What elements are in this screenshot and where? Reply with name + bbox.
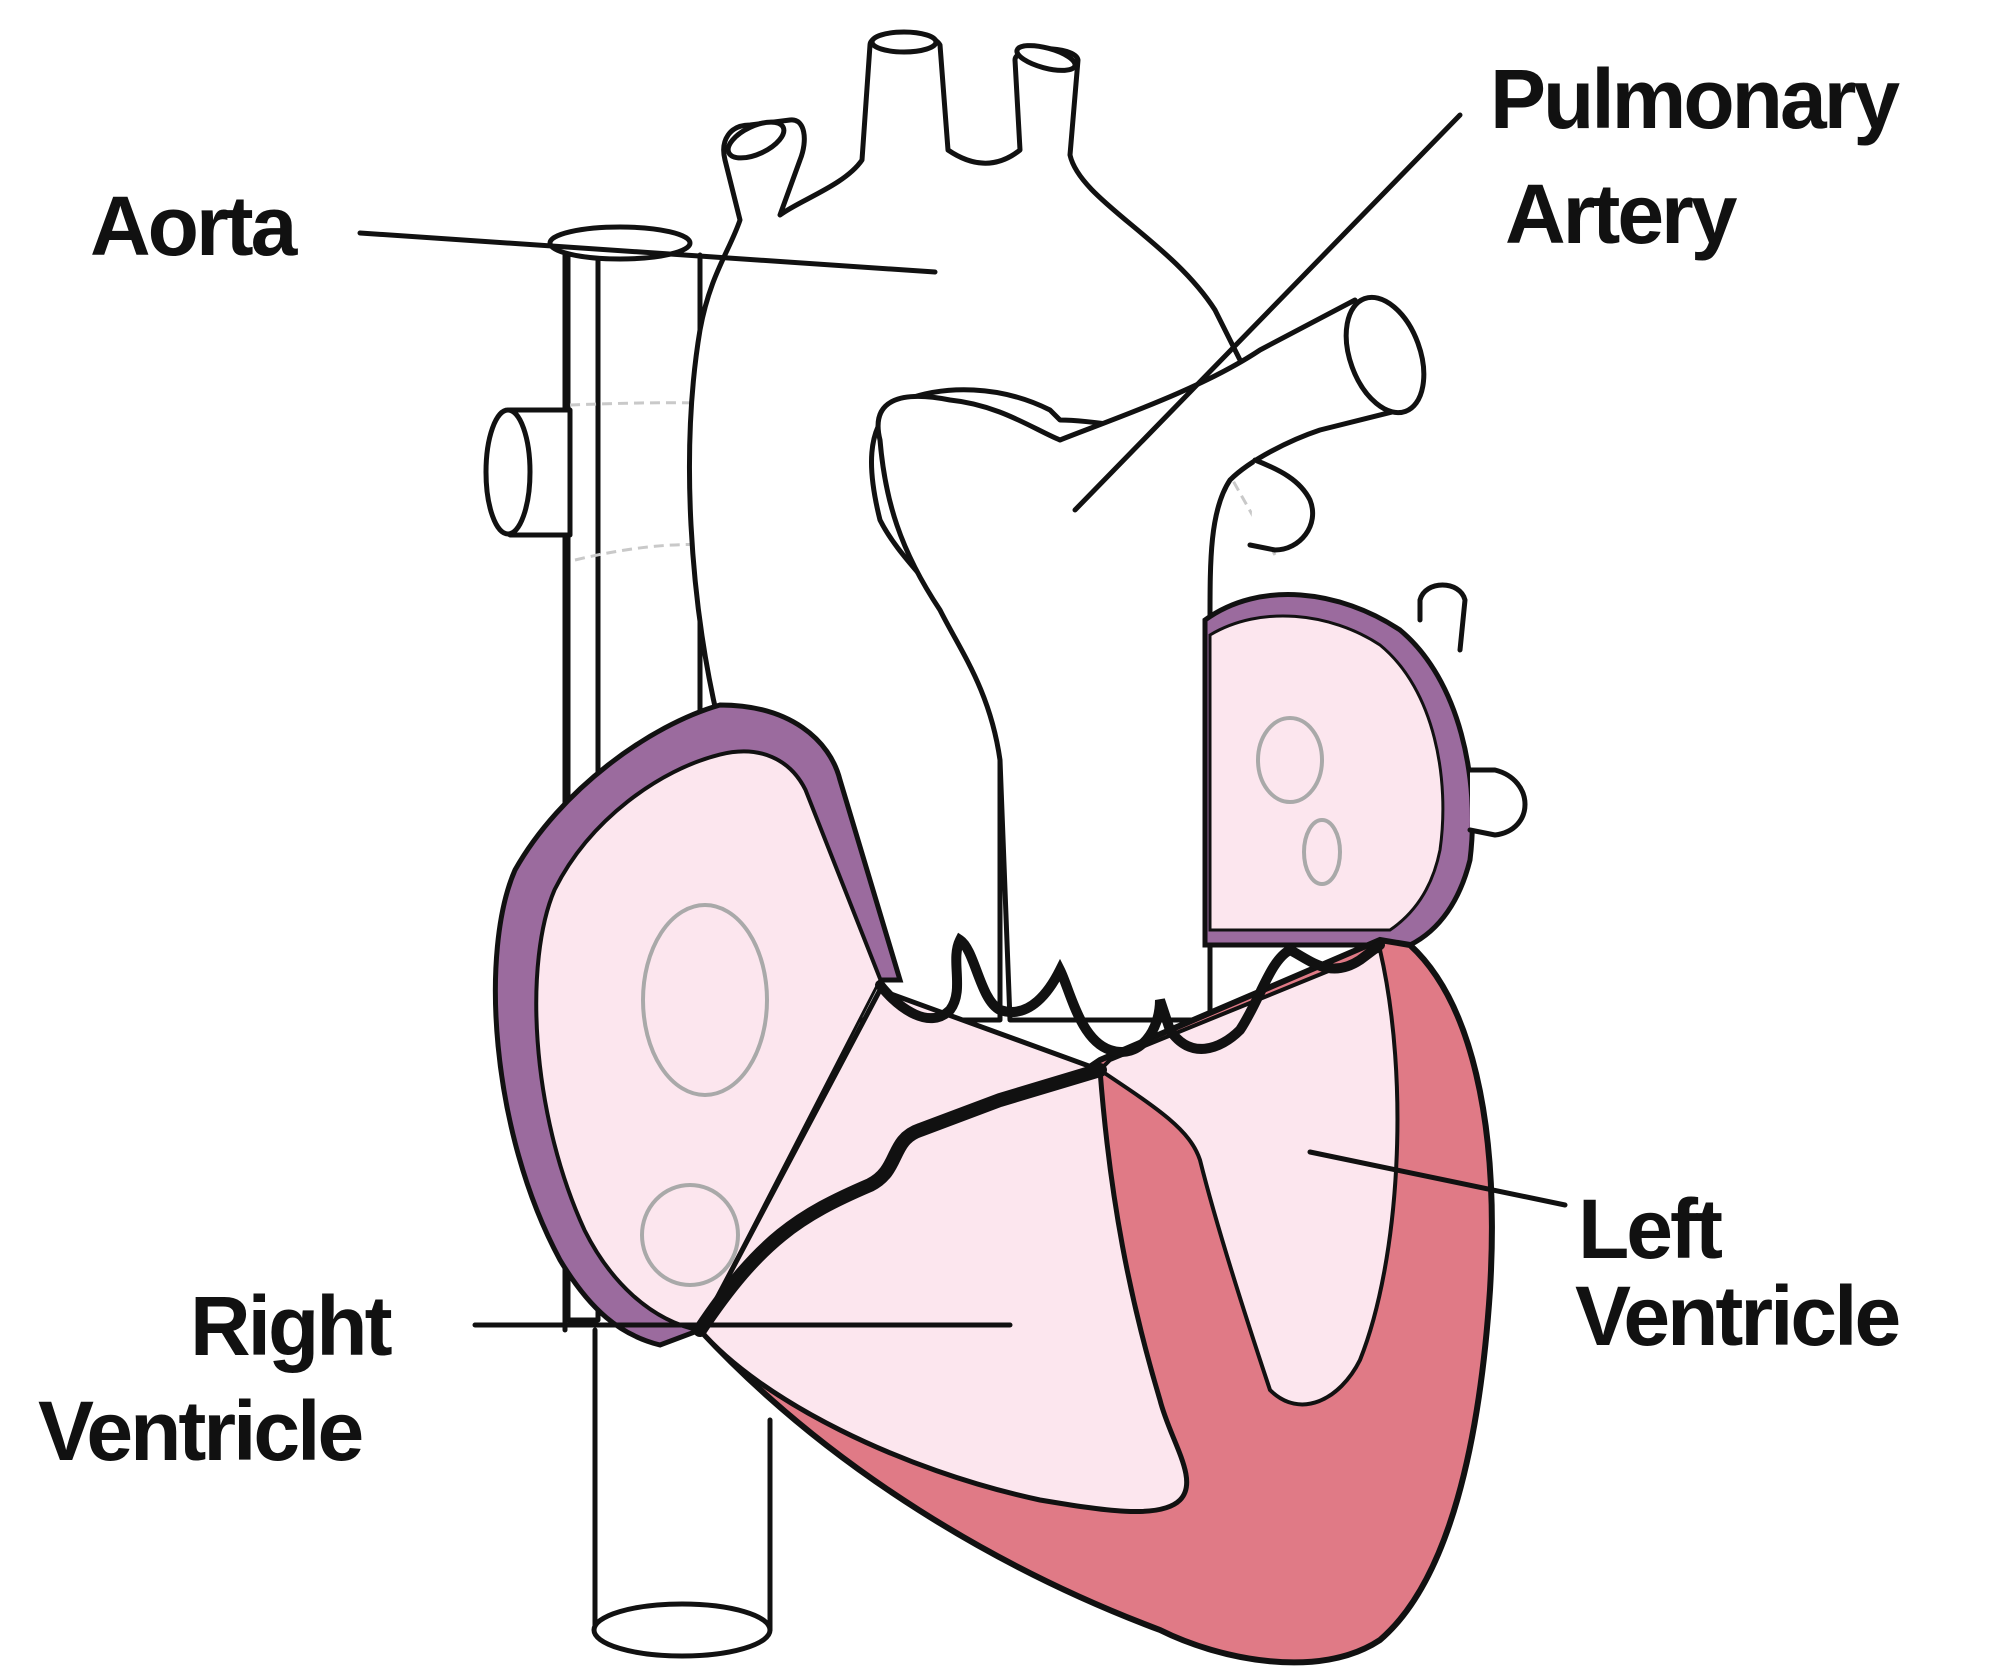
- right-atrium-chamber: [535, 750, 882, 1332]
- ventricles: [693, 932, 1495, 1666]
- left-atrium: [1202, 582, 1528, 948]
- heart-valve-cusps: [875, 932, 1385, 1057]
- leader-lines: [357, 112, 1568, 1328]
- labels: Aorta Pulmonary Artery Left Ventricle Ri…: [38, 52, 1903, 1478]
- label-pulmonary-artery-line1: Pulmonary: [1490, 52, 1900, 146]
- left-atrium-chamber: [1208, 614, 1445, 932]
- pulmonary-artery-leader-line: [1072, 112, 1463, 513]
- label-left-ventricle-line1: Left: [1578, 1182, 1722, 1276]
- right-ventricle-chamber: [696, 986, 1190, 1514]
- label-right-ventricle-line1: Right: [190, 1279, 392, 1373]
- vena-cava-opening: [641, 903, 769, 1097]
- label-aorta: Aorta: [90, 179, 299, 273]
- left-ventricle-chamber: [1096, 947, 1400, 1407]
- label-pulmonary-artery-line2: Artery: [1505, 167, 1738, 261]
- left-ventricle-leader-line: [1307, 1149, 1568, 1208]
- label-left-ventricle-line2: Ventricle: [1575, 1269, 1898, 1363]
- pulmonary-artery-vessel: [875, 294, 1427, 1023]
- coronary-sinus-opening: [640, 1183, 740, 1287]
- interventricular-septum: [693, 1063, 1107, 1337]
- pulmonary-vein-opening: [1302, 818, 1342, 886]
- pulmonary-vein-opening: [1256, 716, 1324, 804]
- right-atrium: [492, 702, 904, 1348]
- label-right-ventricle-line2: Ventricle: [38, 1384, 361, 1478]
- aorta-leader-line: [357, 230, 938, 275]
